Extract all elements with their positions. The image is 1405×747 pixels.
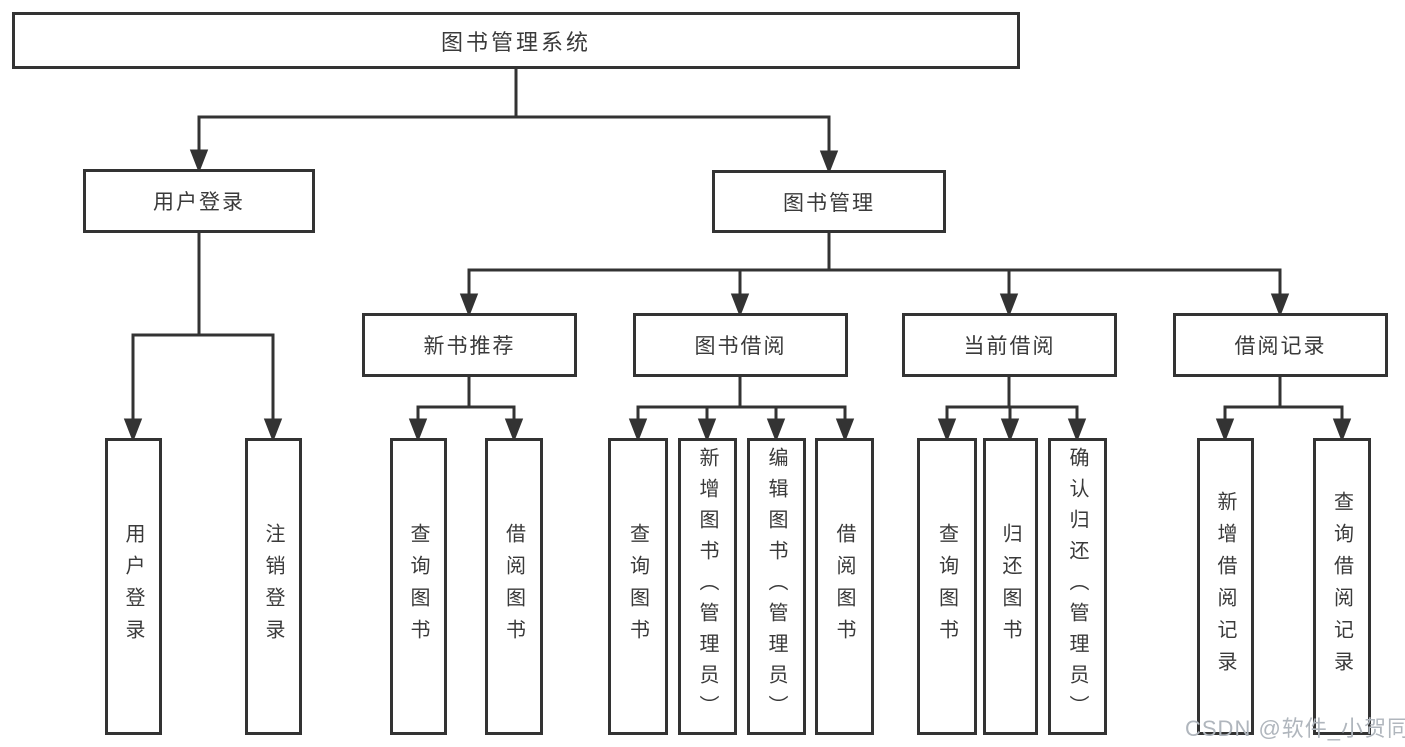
node-leaf-add-borrow-record: 新增借阅记录	[1197, 438, 1254, 735]
leaf-label: 编辑图书（管理员）	[765, 447, 787, 726]
connector-book-management	[459, 231, 1290, 318]
node-borrow-records: 借阅记录	[1173, 313, 1388, 377]
node-leaf-query-borrow-record: 查询借阅记录	[1313, 438, 1371, 735]
node-new-book-recommend: 新书推荐	[362, 313, 577, 377]
node-user-login: 用户登录	[83, 169, 315, 233]
node-leaf-edit-book-admin: 编辑图书（管理员）	[747, 438, 806, 735]
node-leaf-confirm-return-admin: 确认归还（管理员）	[1048, 438, 1107, 735]
node-library-system: 图书管理系统	[12, 12, 1020, 69]
leaf-label: 新增借阅记录	[1214, 490, 1236, 683]
node-leaf-query-books-borrow: 查询图书	[608, 438, 668, 735]
csdn-watermark: CSDN @软件_小贺同学	[1185, 716, 1405, 741]
leaf-label: 注销登录	[262, 522, 284, 651]
leaf-label: 归还图书	[999, 522, 1021, 651]
leaf-label: 用户登录	[122, 522, 144, 651]
connector-new-book	[408, 375, 524, 443]
connector-book-borrow	[628, 375, 855, 443]
leaf-label: 查询图书	[407, 522, 429, 651]
node-leaf-query-books-recommend: 查询图书	[390, 438, 447, 735]
node-leaf-borrow-books: 借阅图书	[815, 438, 874, 735]
node-book-management: 图书管理	[712, 170, 946, 233]
leaf-label: 借阅图书	[502, 522, 525, 651]
leaf-label: 借阅图书	[833, 522, 855, 651]
node-leaf-borrow-books-recommend: 借阅图书	[485, 438, 543, 735]
connector-borrow-records	[1215, 375, 1352, 443]
node-leaf-add-book-admin: 新增图书（管理员）	[678, 438, 737, 735]
leaf-label: 查询借阅记录	[1330, 490, 1353, 683]
connector-root-to-level2	[189, 67, 839, 175]
node-book-borrow: 图书借阅	[633, 313, 848, 377]
node-leaf-logout: 注销登录	[245, 438, 302, 735]
leaf-label: 确认归还（管理员）	[1066, 447, 1088, 726]
leaf-label: 查询图书	[626, 522, 649, 651]
node-current-borrow: 当前借阅	[902, 313, 1117, 377]
leaf-label: 查询图书	[935, 522, 958, 651]
connector-user-login	[123, 231, 283, 443]
node-leaf-query-books-current: 查询图书	[917, 438, 977, 735]
node-leaf-return-book: 归还图书	[983, 438, 1038, 735]
leaf-label: 新增图书（管理员）	[696, 447, 718, 726]
node-leaf-user-login: 用户登录	[105, 438, 162, 735]
connector-current-borrow	[937, 375, 1087, 443]
